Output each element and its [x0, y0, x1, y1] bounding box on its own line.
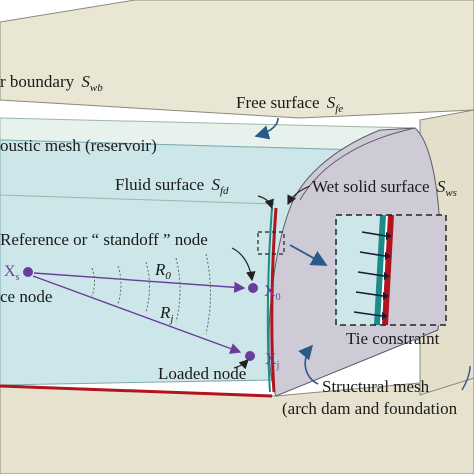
fluid-surface-arrow — [257, 195, 274, 210]
rj-label: Rj — [159, 303, 173, 325]
foundation-arrow — [461, 365, 471, 391]
source-node-symbol: Xs — [4, 263, 20, 283]
zoom-arrow — [289, 244, 328, 266]
reservoir-bottom-red — [0, 384, 273, 398]
reference-node-arrow — [231, 247, 256, 282]
wet-surface-arrow — [287, 185, 311, 206]
ray-r0 — [33, 272, 246, 293]
structural-mesh-arrow — [298, 344, 319, 385]
dam-crest — [299, 127, 416, 201]
r0-label: R0 — [154, 260, 171, 282]
tie-constraint-inset — [335, 214, 447, 326]
reference-node-label: Reference or “ standoff ” node — [0, 230, 208, 249]
node-x0-marker — [248, 283, 258, 293]
node-xj-label: Xj — [265, 351, 279, 371]
loaded-node-label: Loaded node — [158, 364, 246, 383]
loaded-node-arrow — [233, 359, 249, 370]
structural-mesh-label: Structural mesh — [322, 377, 430, 396]
source-node-label: ce node — [0, 287, 52, 306]
ray-rj — [32, 275, 242, 354]
structural-mesh-detail-label: (arch dam and foundation — [282, 399, 458, 418]
foundation-top — [0, 0, 474, 119]
fluid-surface-label: Fluid surface Sfd — [115, 175, 229, 197]
source-node-marker — [23, 267, 33, 277]
acoustic-mesh-label: oustic mesh (reservoir) — [0, 136, 157, 155]
free-surface-arrow — [254, 117, 279, 140]
wet-surface-red — [270, 207, 278, 393]
wave-arcs — [91, 253, 211, 335]
node-xj-marker — [245, 351, 255, 361]
fluid-surface-line — [0, 194, 276, 205]
far-boundary-label: r boundary Swb — [0, 72, 103, 94]
wet-solid-surface-label: Wet solid surface Sws — [312, 177, 457, 199]
node-x0-label: X0 — [264, 283, 281, 303]
fluid-surface-teal — [266, 207, 273, 393]
zoom-source-box — [257, 231, 285, 255]
free-surface-label: Free surface Sfe — [236, 93, 343, 115]
tie-constraint-label: Tie constraint — [346, 329, 440, 348]
